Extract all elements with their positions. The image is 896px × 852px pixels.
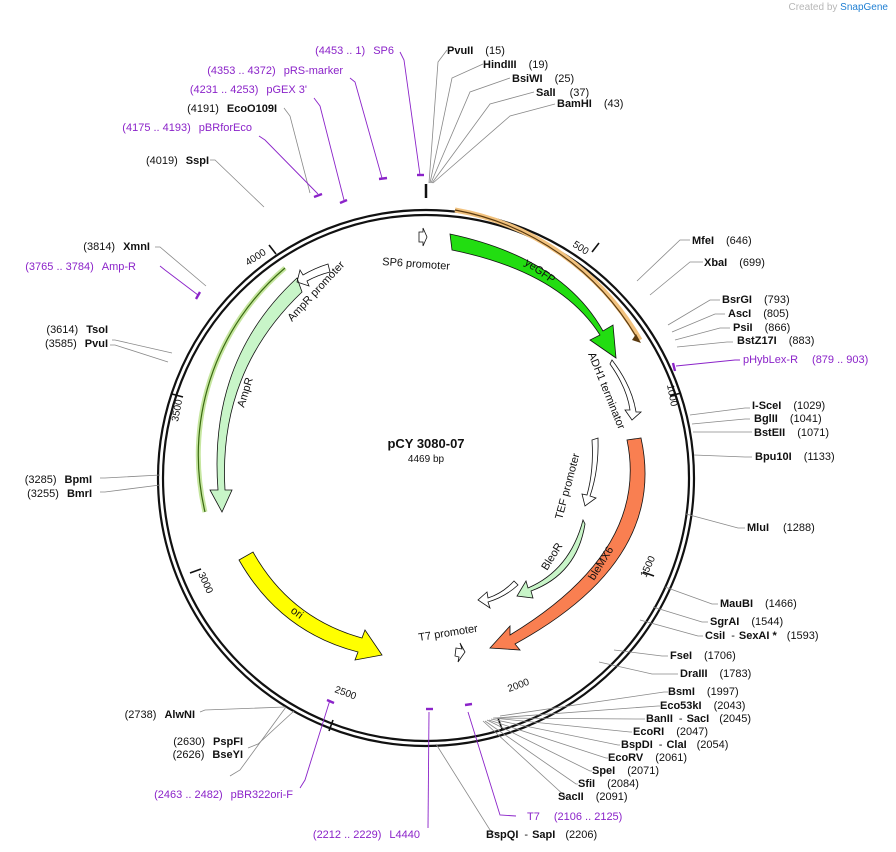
backbone-inner (161, 213, 691, 743)
feature-ori[interactable] (238, 551, 383, 661)
feature-sp6-promoter (418, 227, 428, 247)
site-label[interactable]: AscI(805) (728, 308, 789, 320)
site-label[interactable]: BamHI(43) (557, 98, 623, 110)
primer-label[interactable]: (4231 .. 4253)pGEX 3' (190, 84, 307, 96)
label-sp6-promoter: SP6 promoter (382, 256, 451, 273)
plasmid-size: 4469 bp (408, 454, 445, 465)
tick-marks (171, 242, 682, 732)
site-label[interactable]: PvuII(15) (447, 45, 505, 57)
site-label[interactable]: SpeI(2071) (592, 765, 659, 777)
site-label[interactable]: SacII(2091) (558, 791, 627, 803)
tick-label: 1000 (664, 383, 679, 407)
site-label[interactable]: I-SceI(1029) (752, 400, 825, 412)
site-label[interactable]: MauBI(1466) (720, 598, 797, 610)
site-label[interactable]: EcoRI(2047) (633, 726, 708, 738)
site-label[interactable]: CsiI-SexAI *(1593) (705, 630, 819, 642)
site-label[interactable]: BspDI-ClaI(2054) (621, 739, 728, 751)
site-label[interactable]: Bpu10I(1133) (755, 451, 835, 463)
site-label[interactable]: BspQI-SapI(2206) (486, 829, 597, 841)
site-label[interactable]: BsrGI(793) (722, 294, 790, 306)
site-label[interactable]: (3285)BpmI (25, 474, 92, 486)
site-label[interactable]: BsiWI(25) (512, 73, 574, 85)
site-label[interactable]: (4191)EcoO109I (187, 103, 277, 115)
site-label[interactable]: (2630)PspFI (173, 736, 243, 748)
backbone-outer (156, 208, 696, 748)
feature-adh1-terminator (609, 359, 643, 421)
primer-label[interactable]: (4453 .. 1)SP6 (315, 45, 394, 57)
feature-ampr-promoter (296, 263, 331, 287)
tick-label: 2000 (506, 677, 531, 695)
feature-blemx6[interactable] (489, 437, 646, 651)
label-ori: ori (288, 605, 305, 622)
feature-bleor[interactable] (516, 518, 586, 599)
site-label[interactable]: BanII-SacI(2045) (646, 713, 751, 725)
site-label[interactable]: MfeI(646) (692, 235, 752, 247)
primer-label[interactable]: (4353 .. 4372)pRS-marker (207, 65, 343, 77)
site-label[interactable]: (3814)XmnI (83, 241, 150, 253)
tick-label: 3500 (170, 398, 185, 422)
site-label[interactable]: (4019)SspI (146, 155, 209, 167)
site-label[interactable]: EcoRV(2061) (608, 752, 687, 764)
feature-t7-promoter (454, 642, 466, 663)
feature-yegfp[interactable] (449, 233, 617, 359)
feature-ampr[interactable] (209, 277, 303, 513)
site-label[interactable]: FseI(1706) (670, 650, 736, 662)
site-label[interactable]: (2738)AlwNI (125, 709, 195, 721)
label-adh1-terminator: ADH1 terminator (585, 351, 627, 432)
primer-label[interactable]: (2212 .. 2229)L4440 (313, 829, 420, 841)
site-label[interactable]: MluI(1288) (747, 522, 815, 534)
site-label[interactable]: HindIII(19) (483, 59, 548, 71)
primer-marks (194, 173, 677, 711)
tick-label: 3000 (195, 571, 215, 596)
site-label[interactable]: SfiI(2084) (578, 778, 639, 790)
site-label[interactable]: BsmI(1997) (668, 686, 739, 698)
tick-label: 4000 (244, 247, 269, 269)
site-label[interactable]: (3614)TsoI (46, 324, 108, 336)
primer-label[interactable]: (2463 .. 2482)pBR322ori-F (154, 789, 293, 801)
snapgene-watermark: Created by SnapGene (788, 2, 888, 13)
label-t7-promoter: T7 promoter (418, 623, 479, 644)
plasmid-name: pCY 3080-07 (387, 436, 464, 451)
feature-tef-promoter (581, 437, 599, 507)
tick-label: 1500 (639, 554, 659, 579)
primer-label[interactable]: pHybLex-R(879 .. 903) (743, 354, 868, 366)
feature-tef-terminator (477, 580, 519, 609)
primer-leader-lines (159, 51, 740, 829)
primer-label[interactable]: T7(2106 .. 2125) (527, 811, 622, 823)
site-label[interactable]: (3585)PvuI (45, 338, 108, 350)
site-label[interactable]: (3255)BmrI (27, 488, 92, 500)
site-label[interactable]: BstEII(1071) (754, 427, 829, 439)
site-label[interactable]: Eco53kI(2043) (660, 700, 745, 712)
site-label[interactable]: (2626)BseYI (173, 749, 243, 761)
site-leader-lines (100, 49, 752, 835)
site-label[interactable]: SalI(37) (536, 87, 589, 99)
primer-label[interactable]: (3765 .. 3784)Amp-R (25, 261, 136, 273)
site-label[interactable]: DraIII(1783) (680, 668, 751, 680)
site-label[interactable]: SgrAI(1544) (710, 616, 783, 628)
label-tef-promoter: TEF promoter (553, 452, 582, 521)
site-label[interactable]: BstZ17I(883) (737, 335, 814, 347)
site-label[interactable]: XbaI(699) (704, 257, 765, 269)
site-label[interactable]: PsiI(866) (733, 322, 790, 334)
primer-label[interactable]: (4175 .. 4193)pBRforEco (122, 122, 252, 134)
tick-label: 2500 (333, 684, 358, 702)
site-label[interactable]: BglII(1041) (754, 413, 822, 425)
